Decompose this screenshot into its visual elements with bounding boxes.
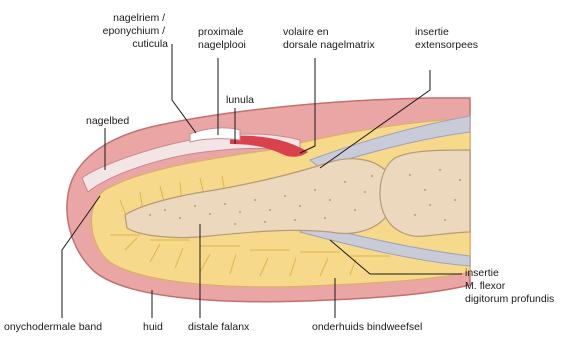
label-onychodermale-band: onychodermale band xyxy=(4,321,102,333)
label-nagelriem: nagelriem / eponychium / cuticula xyxy=(103,12,169,50)
label-nagelbed: nagelbed xyxy=(86,115,129,127)
label-distale-falanx: distale falanx xyxy=(188,321,250,333)
label-huid: huid xyxy=(143,321,163,333)
label-extensorpees: insertie extensorpees xyxy=(415,26,478,51)
label-lunula: lunula xyxy=(226,94,254,106)
label-flexor: insertie M. flexor digitorum profundis xyxy=(465,267,554,305)
label-matrix: volaire en dorsale nagelmatrix xyxy=(283,26,375,51)
label-bindweefsel: onderhuids bindweefsel xyxy=(312,321,422,333)
middle-phalanx xyxy=(380,150,470,236)
label-proximale-nagelplooi: proximale nagelplooi xyxy=(198,26,246,51)
